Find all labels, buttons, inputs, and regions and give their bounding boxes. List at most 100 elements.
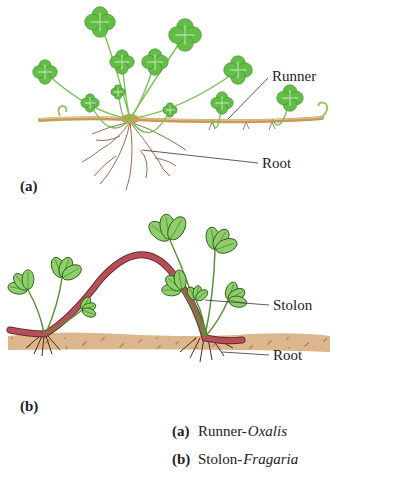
soil-grain xyxy=(82,344,84,346)
leaflet xyxy=(213,236,239,256)
soil-grain xyxy=(286,338,288,340)
soil-grain xyxy=(325,338,327,340)
trifoliate-leaf xyxy=(155,264,196,306)
soil-grain xyxy=(213,344,215,346)
petiole xyxy=(130,35,185,119)
root-line xyxy=(130,122,170,176)
caption-text: Oxalis xyxy=(248,423,287,440)
caption-text: Fragaria xyxy=(243,451,298,468)
leader-line xyxy=(142,150,258,163)
leaf-vein xyxy=(282,90,298,106)
soil-grain xyxy=(305,344,307,346)
soil-grain xyxy=(156,337,158,339)
soil-grain xyxy=(268,342,270,344)
leaf-vein xyxy=(215,243,235,250)
root-line xyxy=(42,336,44,356)
clover-leaf xyxy=(277,85,304,112)
petiole xyxy=(130,70,238,119)
soil-grain xyxy=(85,341,87,343)
petiole xyxy=(28,290,44,333)
root-line xyxy=(180,338,196,352)
leaf-vein xyxy=(175,25,194,44)
soil-grain xyxy=(121,344,123,346)
root-line xyxy=(34,336,42,354)
leaf-vein xyxy=(62,268,79,278)
petiole xyxy=(47,310,82,333)
figure-letter: (a) xyxy=(20,178,38,195)
clover-leaf xyxy=(163,103,177,117)
petiole xyxy=(130,110,170,133)
soil-grain xyxy=(103,337,105,339)
root-line xyxy=(82,122,130,162)
soil-grain xyxy=(159,345,161,347)
runner-tip xyxy=(318,102,327,117)
leaf-vein xyxy=(85,98,96,109)
soil-grain xyxy=(83,343,85,345)
petiole xyxy=(206,300,228,336)
soil-grain xyxy=(122,343,124,345)
soil-grain xyxy=(212,345,214,347)
soil-grain xyxy=(196,347,198,349)
runner-highlight xyxy=(40,117,322,120)
clover-leaf xyxy=(224,56,253,85)
soil-grain xyxy=(175,343,177,345)
runner-tip xyxy=(58,106,66,116)
soil-grain xyxy=(101,339,103,341)
runner-stem xyxy=(40,118,322,121)
leaflet xyxy=(22,270,34,290)
root-line xyxy=(126,122,132,190)
figure-letter: (a) xyxy=(172,423,190,440)
leaf-vein xyxy=(230,62,247,79)
figure-letter: (b) xyxy=(20,398,38,415)
part-label: Runner xyxy=(272,68,316,85)
root-line xyxy=(94,156,116,176)
caption-text: Stolon- xyxy=(198,451,242,468)
soil-grain xyxy=(250,346,252,348)
soil-grain xyxy=(65,347,67,349)
leader-line xyxy=(222,352,269,355)
soil-grain xyxy=(306,343,308,345)
petiole xyxy=(196,300,205,336)
part-label: Root xyxy=(262,155,291,172)
petiole xyxy=(46,278,62,333)
soil-grain xyxy=(66,346,68,348)
soil-grain xyxy=(176,342,178,344)
clover-leaf xyxy=(111,85,125,99)
trifoliate-leaf xyxy=(76,293,100,322)
soil-grain xyxy=(139,340,141,342)
soil-grain xyxy=(267,343,269,345)
root-line xyxy=(200,338,204,362)
soil-grain xyxy=(323,340,325,342)
clover-leaf xyxy=(85,7,116,38)
soil-grain xyxy=(249,347,251,349)
root-line xyxy=(140,150,147,178)
clover-leaf xyxy=(211,92,233,114)
leaflet xyxy=(164,214,190,243)
trifoliate-leaf xyxy=(143,210,193,248)
root-line xyxy=(26,336,40,348)
clover-leaf xyxy=(33,60,57,84)
soil-grain xyxy=(270,340,272,342)
leaf-vein xyxy=(91,13,109,31)
oxalis-runner-figure xyxy=(33,7,328,190)
soil-grain xyxy=(48,339,50,341)
part-label: Root xyxy=(273,347,302,364)
clover-leaf xyxy=(142,49,169,76)
root-line xyxy=(46,336,52,354)
trifoliate-leaf xyxy=(183,284,211,305)
leaf-vein xyxy=(179,272,182,290)
leaf-vein xyxy=(82,310,94,314)
trifoliate-leaf xyxy=(43,251,87,288)
soil-grain xyxy=(269,341,271,343)
trifoliate-leaf xyxy=(217,276,252,315)
leaf-vein xyxy=(114,88,122,96)
soil-grain xyxy=(45,342,47,344)
root-line xyxy=(130,122,186,150)
leaflet xyxy=(59,262,83,283)
soil-grain xyxy=(177,341,179,343)
trifoliate-leaf xyxy=(196,220,244,263)
leaf-vein xyxy=(38,65,52,79)
soil-grain xyxy=(84,342,86,344)
soil-grain xyxy=(157,347,159,349)
part-label: Stolon xyxy=(273,297,312,314)
